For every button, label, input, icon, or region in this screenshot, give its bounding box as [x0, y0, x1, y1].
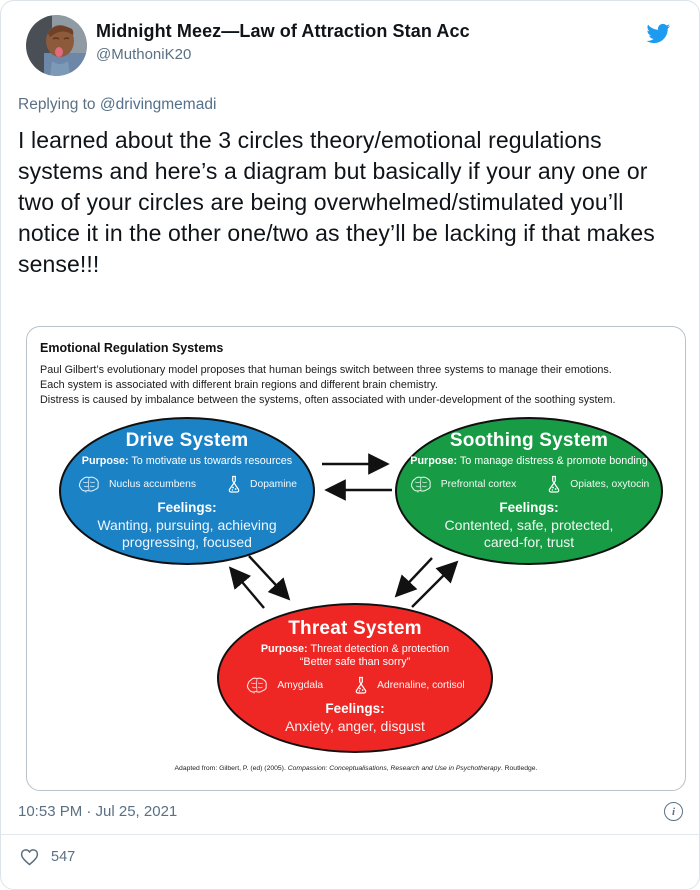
purpose-text: To motivate us towards resources [131, 455, 293, 467]
flask-icon [355, 676, 367, 694]
feelings-line: Contented, safe, protected, [444, 517, 614, 533]
feelings-label: Feelings: [157, 500, 217, 515]
purpose-label: Purpose: [260, 643, 308, 655]
diagram-desc-line: Each system is associated with different… [40, 379, 438, 391]
purpose-text: To manage distress & promote bonding [459, 455, 648, 467]
tweet-text: I learned about the 3 circles theory/emo… [18, 127, 655, 277]
timestamp[interactable]: 10:53 PM · Jul 25, 2021 [18, 803, 178, 820]
citation-suffix: . Routledge. [500, 765, 538, 772]
threat-chemistry: Adrenaline, cortisol [377, 679, 465, 691]
drive-system-ellipse: Drive System Purpose: To motivate us tow… [59, 417, 315, 565]
arrow-threat-to-soothing [411, 560, 459, 608]
drive-system-title: Drive System [125, 430, 249, 451]
purpose-text: Threat detection & protection [310, 643, 450, 655]
purpose-label: Purpose: [410, 455, 458, 467]
soothing-chemistry: Opiates, oxytocin [570, 478, 650, 490]
arrow-soothing-to-threat [394, 557, 433, 598]
display-name[interactable]: Midnight Meez—Law of Attraction Stan Acc [96, 21, 470, 41]
threat-brain-chem-row: Amygdala Adrenaline, cortisol [245, 676, 465, 694]
arrow-drive-to-threat [248, 555, 291, 601]
tweet-header: Midnight Meez—Law of Attraction Stan Acc… [26, 15, 679, 79]
feelings-line: Anxiety, anger, disgust [285, 718, 425, 734]
brain-icon [247, 677, 268, 694]
avatar[interactable] [26, 15, 87, 76]
threat-system-title: Threat System [288, 618, 422, 639]
feelings-label: Feelings: [325, 701, 385, 716]
soothing-brain-region: Prefrontal cortex [440, 478, 517, 490]
feelings-line: Wanting, pursuing, achieving [97, 517, 277, 533]
avatar-image [26, 15, 87, 76]
citation-title: Compassion: Conceptualisations, Research… [287, 765, 501, 772]
diagram-desc-line: Distress is caused by imbalance between … [40, 394, 616, 406]
feelings-line: cared-for, trust [483, 534, 575, 550]
flask-icon [548, 475, 560, 493]
reply-target-handle[interactable]: @drivingmemadi [99, 96, 217, 113]
feelings-line: progressing, focused [122, 534, 252, 550]
threat-system-ellipse: Threat System Purpose: Threat detection … [217, 603, 493, 753]
like-count: 547 [51, 849, 76, 865]
purpose-label: Purpose: [81, 455, 129, 467]
reply-line: Replying to @drivingmemadi [18, 96, 216, 114]
drive-purpose: Purpose: To motivate us towards resource… [82, 455, 292, 467]
diagram-citation: Adapted from: Gilbert, P. (ed) (2005). C… [27, 765, 685, 772]
like-button[interactable]: 547 [19, 847, 75, 867]
threat-purpose-quote: “Better safe than sorry” [299, 656, 411, 668]
feelings-label: Feelings: [499, 500, 559, 515]
diagram-title: Emotional Regulation Systems [40, 341, 224, 355]
info-icon[interactable]: i [664, 802, 683, 821]
brain-icon [410, 476, 431, 493]
diagram-image[interactable]: Emotional Regulation Systems Paul Gilber… [26, 326, 686, 791]
soothing-purpose: Purpose: To manage distress & promote bo… [410, 455, 647, 467]
name-block: Midnight Meez—Law of Attraction Stan Acc… [96, 21, 470, 63]
threat-purpose: Purpose: Threat detection & protection [261, 643, 449, 655]
threat-feelings: Anxiety, anger, disgust [285, 718, 425, 735]
soothing-brain-chem-row: Prefrontal cortex Opiates, oxytocin [409, 475, 650, 493]
arrow-threat-to-drive [228, 566, 265, 609]
threat-brain-region: Amygdala [277, 679, 324, 691]
citation-prefix: Adapted from: Gilbert, P. (ed) (2005). [174, 765, 288, 772]
soothing-feelings: Contented, safe, protected, cared-for, t… [445, 517, 614, 551]
soothing-system-title: Soothing System [449, 430, 609, 451]
drive-chemistry: Dopamine [250, 478, 297, 490]
flask-icon [228, 475, 240, 493]
drive-feelings: Wanting, pursuing, achieving progressing… [97, 517, 276, 551]
twitter-bird-icon[interactable] [643, 21, 673, 46]
diagram-description: Paul Gilbert’s evolutionary model propos… [40, 363, 616, 408]
drive-brain-region: Nuclus accumbens [109, 478, 197, 490]
divider [1, 834, 699, 835]
heart-icon [20, 849, 39, 866]
diagram-desc-line: Paul Gilbert’s evolutionary model propos… [40, 364, 612, 376]
user-handle[interactable]: @MuthoniK20 [96, 46, 192, 63]
soothing-system-ellipse: Soothing System Purpose: To manage distr… [395, 417, 663, 565]
brain-icon [78, 476, 99, 493]
drive-brain-chem-row: Nuclus accumbens Dopamine [77, 475, 297, 493]
reply-prefix: Replying to [18, 96, 100, 113]
